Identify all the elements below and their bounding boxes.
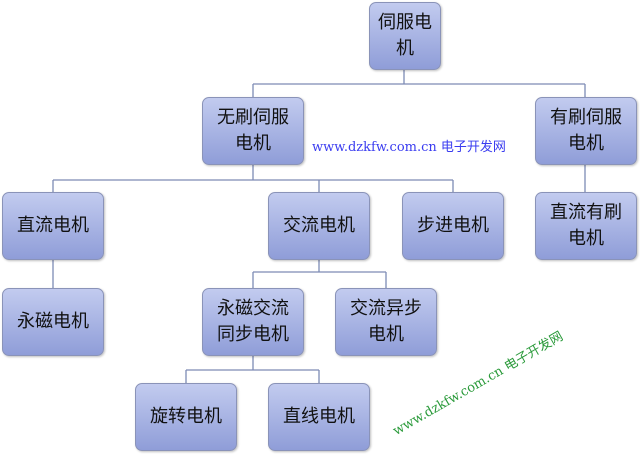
node-label: 无刷伺服电机 (217, 107, 289, 154)
node-servo-motor: 伺服电机 (369, 2, 441, 70)
node-label: 永磁交流同步电机 (217, 298, 289, 345)
node-ac-motor: 交流电机 (268, 192, 370, 260)
node-brushless-servo-motor: 无刷伺服电机 (202, 97, 304, 165)
node-label: 直流有刷电机 (550, 202, 622, 249)
node-pm-ac-synchronous-motor: 永磁交流同步电机 (202, 288, 304, 356)
node-label: 旋转电机 (150, 406, 222, 427)
watermark: www.dzkfw.com.cn 电子开发网 (312, 140, 506, 155)
node-brushed-servo-motor: 有刷伺服电机 (535, 97, 637, 165)
node-label: 交流电机 (283, 215, 355, 236)
node-label: 步进电机 (417, 215, 489, 236)
node-stepper-motor: 步进电机 (402, 192, 504, 260)
node-rotary-motor: 旋转电机 (135, 383, 237, 451)
node-ac-asynchronous-motor: 交流异步电机 (335, 288, 437, 356)
node-permanent-magnet-motor: 永磁电机 (2, 288, 104, 356)
node-label: 伺服电机 (378, 12, 432, 59)
node-label: 有刷伺服电机 (550, 107, 622, 154)
node-linear-motor: 直线电机 (268, 383, 370, 451)
node-label: 直流电机 (17, 215, 89, 236)
node-dc-brushed-motor: 直流有刷电机 (535, 192, 637, 260)
node-dc-motor: 直流电机 (2, 192, 104, 260)
node-label: 永磁电机 (17, 311, 89, 332)
node-label: 交流异步电机 (350, 298, 422, 345)
node-label: 直线电机 (283, 406, 355, 427)
